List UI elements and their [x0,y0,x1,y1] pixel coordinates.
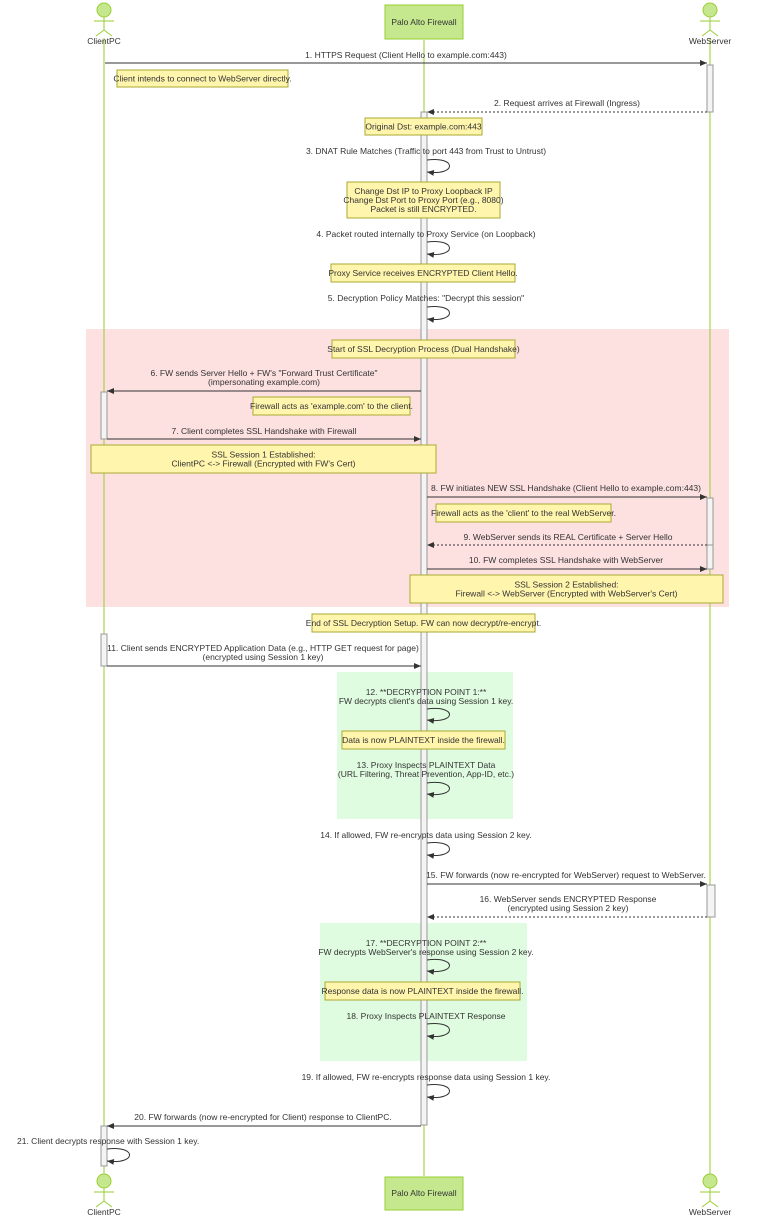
note-text: Client intends to connect to WebServer d… [113,74,291,84]
message-label: 12. **DECRYPTION POINT 1:**FW decrypts c… [339,687,513,706]
note-text: End of SSL Decryption Setup. FW can now … [306,618,541,628]
note-box [330,263,516,283]
notes: Client intends to connect to WebServer d… [90,69,724,1001]
message-label: 5. Decryption Policy Matches: "Decrypt t… [328,293,524,303]
message-label: 10. FW completes SSL Handshake with WebS… [469,555,663,565]
server-activation-bar [706,64,714,113]
actor-head-icon [96,1173,112,1189]
note-text: Proxy Service receives ENCRYPTED Client … [328,268,517,278]
note-box [324,981,521,1001]
message-label: 9. WebServer sends its REAL Certificate … [463,532,672,542]
self-message-arrow [426,240,450,258]
message-label: 17. **DECRYPTION POINT 2:**FW decrypts W… [318,938,533,957]
message-label: 14. If allowed, FW re-encrypts data usin… [320,830,532,840]
actor-head-icon [702,2,718,18]
server-activation-bar [706,497,714,546]
message-arrows [105,60,707,1165]
server-activation-bar [706,544,714,570]
message-label: 1. HTTPS Request (Client Hello to exampl… [305,50,507,60]
participant-label-client: ClientPC [87,1207,121,1217]
self-message-arrow [426,958,450,975]
message-label: 18. Proxy Inspects PLAINTEXT Response [346,1011,505,1021]
participant-label-firewall: Palo Alto Firewall [391,17,456,27]
server-activation-bar [706,884,716,918]
note-text: Start of SSL Decryption Process (Dual Ha… [327,344,520,354]
message-label: 11. Client sends ENCRYPTED Application D… [107,643,419,662]
note-text: SSL Session 2 Established:Firewall <-> W… [456,580,678,599]
note-box [252,396,411,416]
client-activation-bar [100,391,108,440]
participant-label-server: WebServer [689,36,732,46]
self-message-arrow [426,1083,450,1101]
note-box [409,574,724,604]
note-box [90,444,437,474]
note-text: Data is now PLAINTEXT inside the firewal… [342,735,505,745]
client-activation-bar [100,633,108,667]
message-label: 8. FW initiates NEW SSL Handshake (Clien… [431,483,701,493]
client-activation-bar [100,1125,108,1167]
self-message-arrow [426,158,450,176]
note-box [346,181,501,219]
message-label: 4. Packet routed internally to Proxy Ser… [316,229,535,239]
note-box [311,613,536,633]
message-label: 2. Request arrives at Firewall (Ingress) [494,98,640,108]
actor-client-top: ClientPC [87,2,121,46]
note-box [435,503,612,523]
message-label: 3. DNAT Rule Matches (Traffic to port 44… [306,146,546,156]
message-label: 13. Proxy Inspects PLAINTEXT Data(URL Fi… [338,760,514,779]
message-label: 19. If allowed, FW re-encrypts response … [302,1072,551,1082]
message-label: 21. Client decrypts response with Sessio… [17,1136,199,1146]
self-message-arrow [426,707,450,724]
message-labels: 1. HTTPS Request (Client Hello to exampl… [17,50,706,1146]
self-message-arrow [106,1147,130,1165]
note-box [116,69,289,88]
actor-server-bottom: WebServer [689,1173,732,1217]
note-text: Firewall acts as 'example.com' to the cl… [250,401,413,411]
note-text: Firewall acts as the 'client' to the rea… [431,508,616,518]
self-message-arrow [426,781,450,798]
actor-client-bottom: ClientPC [87,1173,121,1217]
note-box [331,339,516,359]
self-message-arrow [426,1022,450,1040]
participant-label-server: WebServer [689,1207,732,1217]
actor-head-icon [96,2,112,18]
note-text: Original Dst: example.com:443 [365,122,481,132]
self-message-arrow [426,305,450,323]
participant-firewall-bottom: Palo Alto Firewall [384,1176,464,1211]
message-label: 7. Client completes SSL Handshake with F… [172,426,357,436]
message-label: 20. FW forwards (now re-encrypted for Cl… [134,1112,391,1122]
note-text: Response data is now PLAINTEXT inside th… [321,986,523,996]
actor-head-icon [702,1173,718,1189]
note-text: SSL Session 1 Established:ClientPC <-> F… [172,450,356,469]
message-label: 16. WebServer sends ENCRYPTED Response(e… [480,894,657,913]
note-box [364,117,483,136]
message-label: 15. FW forwards (now re-encrypted for We… [426,870,706,880]
note-box [341,730,506,750]
participant-label-firewall: Palo Alto Firewall [391,1188,456,1198]
self-message-arrow [426,841,450,859]
participant-label-client: ClientPC [87,36,121,46]
actor-server-top: WebServer [689,2,732,46]
message-label: 6. FW sends Server Hello + FW's "Forward… [150,368,377,387]
participant-firewall-top: Palo Alto Firewall [384,4,464,40]
